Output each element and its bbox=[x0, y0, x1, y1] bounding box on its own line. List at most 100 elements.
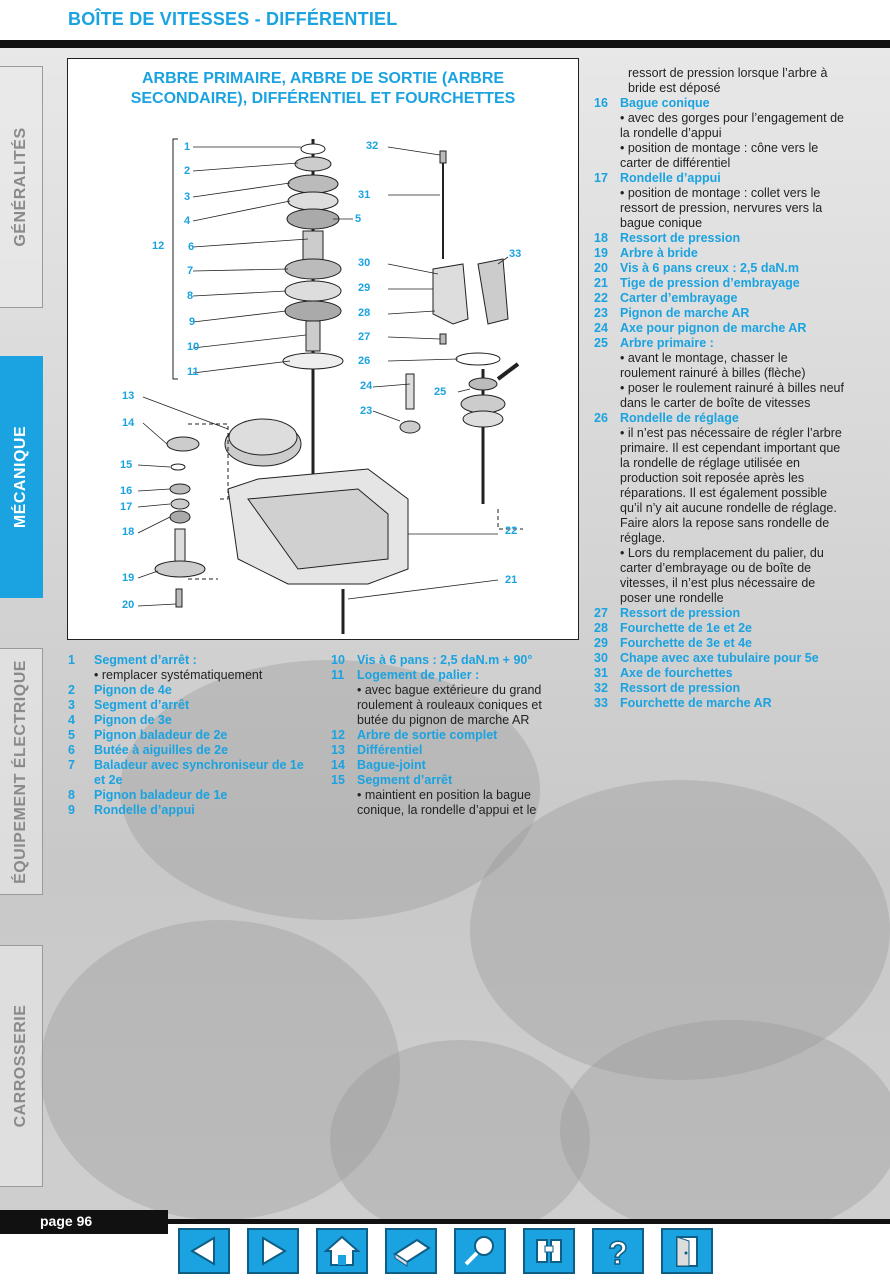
legend-item-label: Butée à aiguilles de 2e bbox=[94, 743, 229, 757]
legend-item-number: 32 bbox=[594, 681, 608, 695]
help-button[interactable]: ? bbox=[592, 1228, 644, 1274]
callout-31: 31 bbox=[358, 189, 371, 201]
legend-item-number: 5 bbox=[68, 728, 75, 742]
next-page-button[interactable] bbox=[247, 1228, 299, 1274]
legend-item-number: 14 bbox=[331, 758, 345, 772]
callout-5: 5 bbox=[355, 213, 362, 225]
legend-item-label: Différentiel bbox=[357, 743, 423, 757]
tab-carrosserie[interactable]: CARROSSERIE bbox=[0, 945, 43, 1187]
callout-28: 28 bbox=[358, 307, 371, 319]
callout-10: 10 bbox=[187, 341, 200, 353]
legend-item-label: Vis à 6 pans : 2,5 daN.m + 90° bbox=[357, 653, 533, 667]
exit-door-icon bbox=[676, 1236, 698, 1267]
callout-9: 9 bbox=[189, 316, 196, 328]
legend-item-note: • avant le montage, chasser le roulement… bbox=[620, 351, 806, 380]
legend-item-note: • Lors du remplacement du palier, du car… bbox=[620, 546, 824, 605]
legend-item-note: • poser le roulement rainuré à billes ne… bbox=[620, 381, 844, 410]
legend-item-label: Pignon de 3e bbox=[94, 713, 172, 727]
legend-item-number: 12 bbox=[331, 728, 345, 742]
legend-item-number: 7 bbox=[68, 758, 75, 772]
legend-item-label: Arbre de sortie complet bbox=[357, 728, 498, 742]
previous-page-button[interactable] bbox=[178, 1228, 230, 1274]
callout-2: 2 bbox=[184, 165, 191, 177]
callout-23: 23 bbox=[360, 405, 373, 417]
legend-item-label: Segment d’arrêt bbox=[94, 698, 190, 712]
tab-mecanique[interactable]: MÉCANIQUE bbox=[0, 356, 43, 598]
tab-label: GÉNÉRALITÉS bbox=[12, 127, 29, 247]
legend-item-label: Bague-joint bbox=[357, 758, 426, 772]
legend-item: 12 Arbre de sortie complet bbox=[331, 728, 561, 743]
arrow-right-icon bbox=[262, 1236, 287, 1266]
callout-21: 21 bbox=[505, 574, 518, 586]
legend-item-number: 2 bbox=[68, 683, 75, 697]
exploded-view-figure: ARBRE PRIMAIRE, ARBRE DE SORTIE (ARBRE S… bbox=[67, 58, 579, 640]
print-button[interactable] bbox=[385, 1228, 437, 1274]
legend-item-note: • position de montage : collet vers le r… bbox=[620, 186, 823, 230]
exit-button[interactable] bbox=[661, 1228, 713, 1274]
legend-item-label: Axe pour pignon de marche AR bbox=[620, 321, 807, 335]
legend-item-label: Tige de pression d’embrayage bbox=[620, 276, 800, 290]
legend-item-label: Pignon de marche AR bbox=[620, 306, 750, 320]
legend-item-label: Rondelle de réglage bbox=[620, 411, 739, 425]
callout-29: 29 bbox=[358, 282, 371, 294]
callout-12: 12 bbox=[152, 240, 165, 252]
tab-equipement-electrique[interactable]: ÉQUIPEMENT ÉLECTRIQUE bbox=[0, 648, 43, 895]
callout-26: 26 bbox=[358, 355, 371, 367]
tab-generalites[interactable]: GÉNÉRALITÉS bbox=[0, 66, 43, 308]
callout-20: 20 bbox=[122, 599, 135, 611]
legend-item-label: Arbre primaire : bbox=[620, 336, 714, 350]
callout-30: 30 bbox=[358, 257, 371, 269]
legend-item-number: 1 bbox=[68, 653, 75, 667]
search-button[interactable] bbox=[454, 1228, 506, 1274]
callout-11: 11 bbox=[187, 366, 199, 378]
legend-item-number: 11 bbox=[331, 668, 345, 682]
legend-item-number: 10 bbox=[331, 653, 345, 667]
callout-7: 7 bbox=[187, 265, 194, 277]
legend-item: 10 Vis à 6 pans : 2,5 daN.m + 90° bbox=[331, 653, 561, 668]
callout-13: 13 bbox=[122, 390, 135, 402]
legend-item-label: Ressort de pression bbox=[620, 231, 741, 245]
legend-item-number: 20 bbox=[594, 261, 608, 275]
index-button[interactable] bbox=[523, 1228, 575, 1274]
legend-item-label: Rondelle d’appui bbox=[94, 803, 195, 817]
legend-continuation: ressort de pression lorsque l’arbre à br… bbox=[628, 66, 828, 95]
legend-item-label: Chape avec axe tubulaire pour 5e bbox=[620, 651, 819, 665]
callout-32: 32 bbox=[366, 140, 379, 152]
legend-item-label: Axe de fourchettes bbox=[620, 666, 733, 680]
legend-item-number: 17 bbox=[594, 171, 608, 185]
callout-24: 24 bbox=[360, 380, 373, 392]
callout-22: 22 bbox=[505, 525, 518, 537]
legend-item-note: • avec des gorges pour l’engagement de l… bbox=[620, 111, 844, 140]
callout-16: 16 bbox=[120, 485, 133, 497]
footer-divider bbox=[0, 1219, 890, 1224]
legend-item-number: 28 bbox=[594, 621, 608, 635]
legend-item-number: 22 bbox=[594, 291, 608, 305]
callout-19: 19 bbox=[122, 572, 135, 584]
callout-18: 18 bbox=[122, 526, 135, 538]
home-button[interactable] bbox=[316, 1228, 368, 1274]
callout-25: 25 bbox=[434, 386, 447, 398]
page-number-label: page 96 bbox=[0, 1210, 168, 1234]
callout-17: 17 bbox=[120, 501, 133, 513]
legend-item-number: 26 bbox=[594, 411, 608, 425]
